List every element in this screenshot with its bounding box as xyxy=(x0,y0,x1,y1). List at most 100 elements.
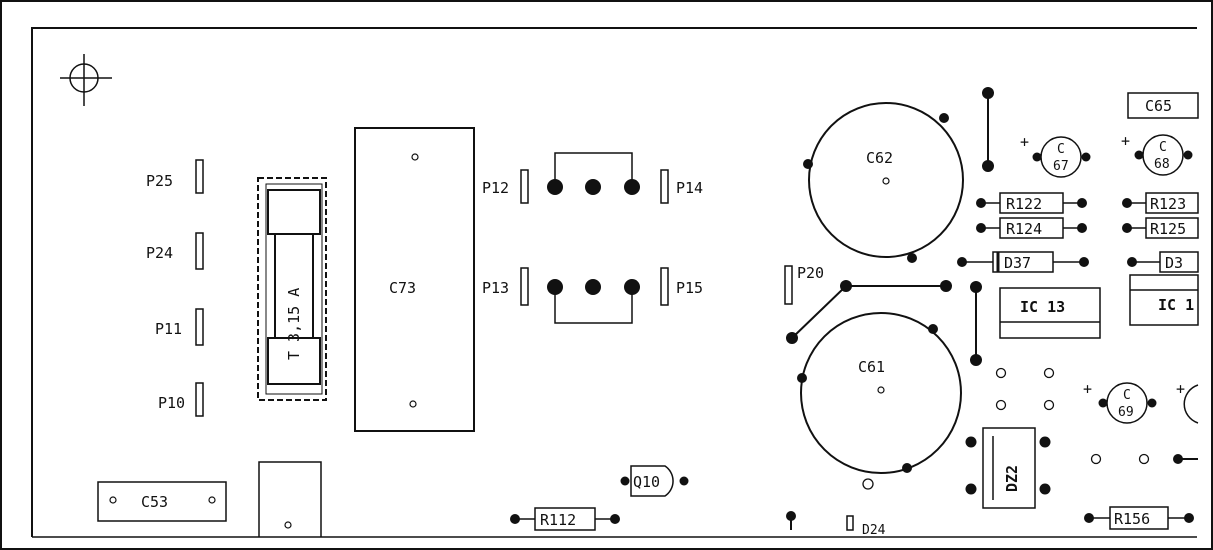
label-p25: P25 xyxy=(146,172,173,190)
testpoint-p24 xyxy=(195,232,204,270)
c61-pad xyxy=(877,386,885,394)
r122-pad-l xyxy=(976,198,986,208)
dz2-pad-3 xyxy=(965,483,977,495)
jumper-p20-pad-b xyxy=(840,280,852,292)
label-c69-b: 69 xyxy=(1118,405,1134,420)
label-d24: D24 xyxy=(862,523,886,538)
c69-lead-right xyxy=(1147,398,1157,408)
r125-pad-l xyxy=(1122,223,1132,233)
r124-pad-l xyxy=(976,223,986,233)
testpoint-p11 xyxy=(195,308,204,346)
label-dz2: DZ2 xyxy=(1003,465,1021,492)
label-ic1x: IC 1 xyxy=(1158,296,1194,314)
label-p24: P24 xyxy=(146,244,173,262)
label-r125: R125 xyxy=(1150,220,1186,238)
component-outline-bottom xyxy=(258,461,322,537)
label-p13: P13 xyxy=(482,279,509,297)
label-q10: Q10 xyxy=(633,473,660,491)
jumper-ic13-pad-b xyxy=(970,354,982,366)
c61-hole xyxy=(862,478,874,490)
ic1x-body xyxy=(1129,274,1199,326)
label-c67-a: C xyxy=(1057,142,1065,157)
d3x-pad-l xyxy=(1127,257,1137,267)
board-outline xyxy=(31,27,1197,537)
c68-lead-left xyxy=(1134,150,1144,160)
dz2-pad-1 xyxy=(965,436,977,448)
testpoint-p25 xyxy=(195,159,204,194)
pad-top-3 xyxy=(624,179,640,195)
label-c53: C53 xyxy=(141,493,168,511)
testpoint-p12 xyxy=(520,169,529,204)
q10-pad-r xyxy=(679,476,689,486)
dz2-pad-4 xyxy=(1039,483,1051,495)
r156-pad-l xyxy=(1084,513,1094,523)
c53-pad-r xyxy=(208,496,216,504)
c69-lead-left xyxy=(1098,398,1108,408)
label-c67-b: 67 xyxy=(1053,159,1069,174)
d37-pad-r xyxy=(1079,257,1089,267)
label-p20: P20 xyxy=(797,264,824,282)
c62-pad xyxy=(882,177,890,185)
dz2-body xyxy=(982,427,1036,509)
hole-2 xyxy=(1043,367,1055,379)
label-p14: P14 xyxy=(676,179,703,197)
jumper-p20-pad-a xyxy=(786,332,798,344)
transistor-q10-body xyxy=(630,465,674,497)
jumper-pad-b xyxy=(982,160,994,172)
c62-lead-right xyxy=(939,113,949,123)
testpoint-p13 xyxy=(520,267,529,306)
c67-lead-left xyxy=(1032,152,1042,162)
q10-pad-l xyxy=(620,476,630,486)
capacitor-c61-body xyxy=(800,312,962,474)
pad-right-hole xyxy=(1173,454,1183,464)
label-c68-a: C xyxy=(1159,140,1167,155)
partial-plus: + xyxy=(1176,380,1185,398)
label-c69-a: C xyxy=(1123,388,1131,403)
jumper-ic13-pad-a xyxy=(970,281,982,293)
label-r156: R156 xyxy=(1114,510,1150,528)
c61-lead-right xyxy=(928,324,938,334)
testpoint-p10 xyxy=(195,382,204,417)
label-p15: P15 xyxy=(676,279,703,297)
c53-pad-l xyxy=(109,496,117,504)
label-d3x: D3 xyxy=(1165,254,1183,272)
c61-lead-bottom xyxy=(902,463,912,473)
c67-plus: + xyxy=(1020,133,1029,151)
label-c73: C73 xyxy=(389,279,416,297)
label-r123: R123 xyxy=(1150,195,1186,213)
label-ic13: IC 13 xyxy=(1020,298,1065,316)
bottom-component-pad xyxy=(284,521,292,529)
fuse-holder xyxy=(257,177,327,401)
label-r112: R112 xyxy=(540,511,576,529)
r122-pad-r xyxy=(1077,198,1087,208)
c61-lead-left xyxy=(797,373,807,383)
r112-pad-l xyxy=(510,514,520,524)
capacitor-partial-edge xyxy=(1183,384,1199,424)
label-c62: C62 xyxy=(866,149,893,167)
jumper-bottom xyxy=(554,287,633,324)
c67-lead-right xyxy=(1081,152,1091,162)
c68-lead-right xyxy=(1183,150,1193,160)
pad-bottom-3 xyxy=(624,279,640,295)
label-p10: P10 xyxy=(158,394,185,412)
hole-1 xyxy=(995,367,1007,379)
hole-3 xyxy=(995,399,1007,411)
jumper-top xyxy=(554,152,633,187)
capacitor-c73-outline xyxy=(354,127,475,432)
label-r122: R122 xyxy=(1006,195,1042,213)
d24-body xyxy=(846,515,854,531)
r112-pad-r xyxy=(610,514,620,524)
testpoint-p14 xyxy=(660,169,669,204)
c62-lead-bottom xyxy=(907,253,917,263)
label-d37: D37 xyxy=(1004,254,1031,272)
label-c65: C65 xyxy=(1145,97,1172,115)
c68-plus: + xyxy=(1121,132,1130,150)
ic13-body xyxy=(999,287,1101,339)
hole-6 xyxy=(1138,453,1150,465)
c73-pad-bottom xyxy=(409,400,417,408)
r156-pad-r xyxy=(1184,513,1194,523)
hole-4 xyxy=(1043,399,1055,411)
capacitor-c65-body xyxy=(1127,92,1199,119)
pad-top-2 xyxy=(585,179,601,195)
c73-pad-top xyxy=(411,153,419,161)
